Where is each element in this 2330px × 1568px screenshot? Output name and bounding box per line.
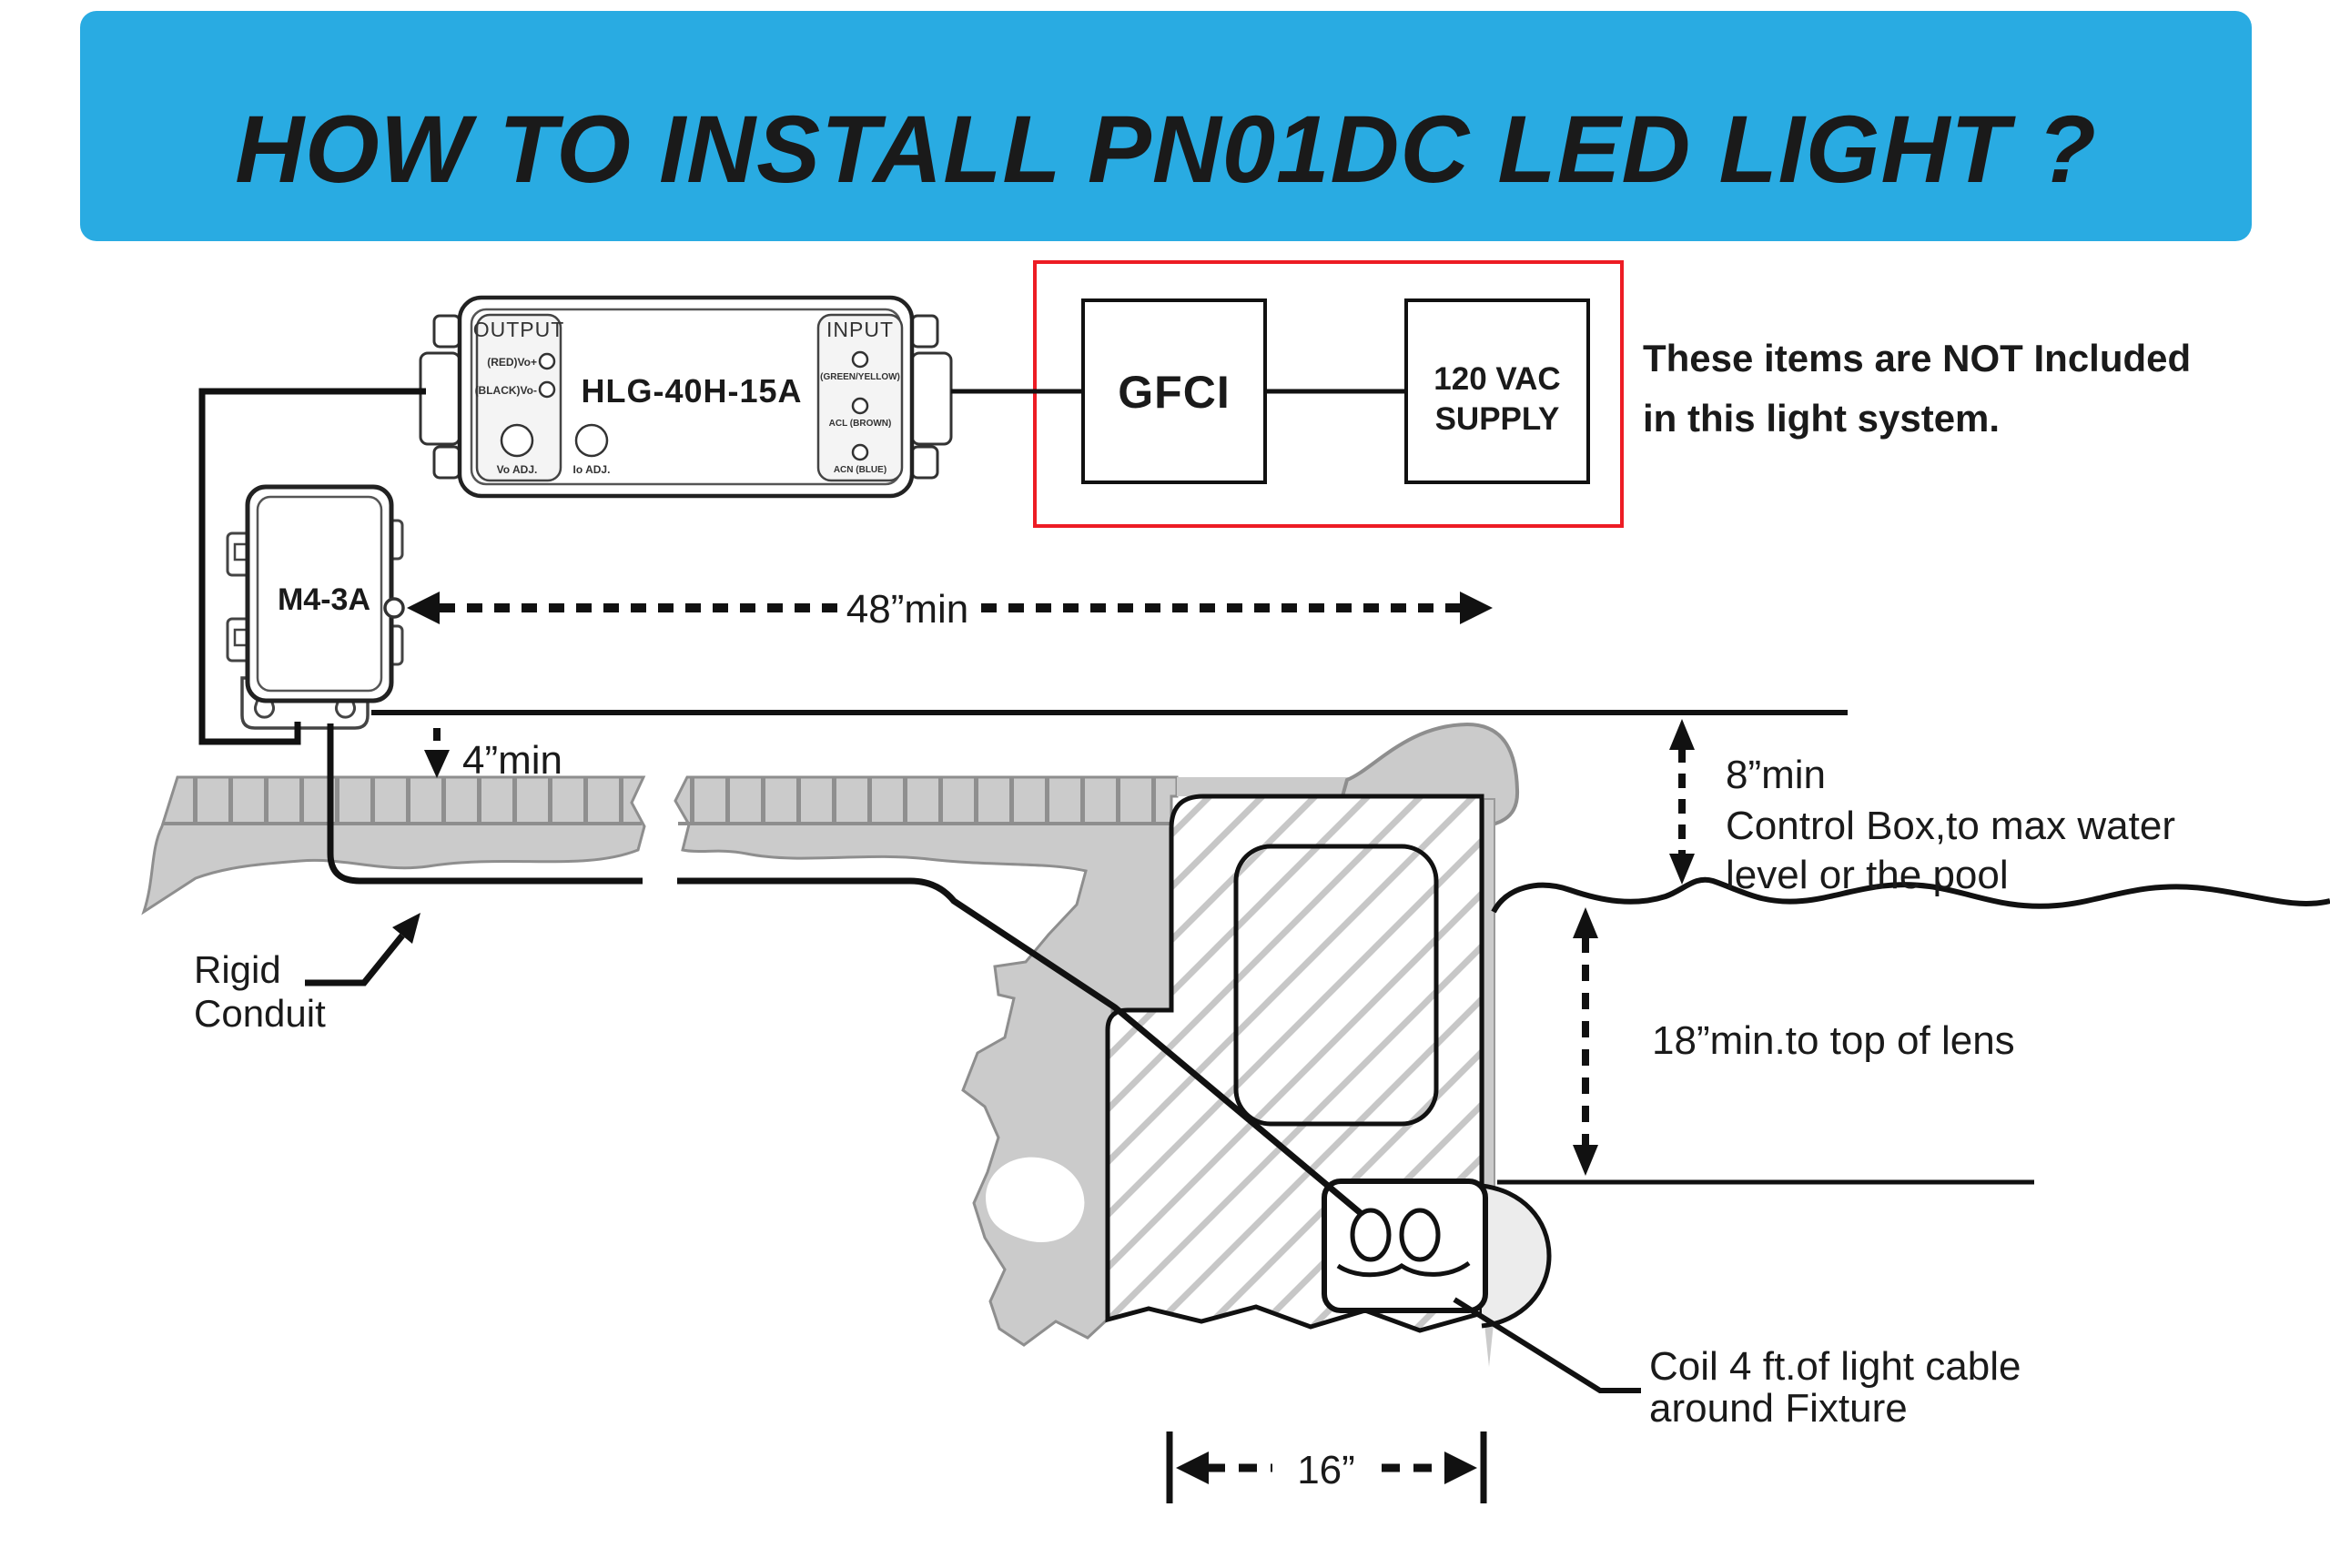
driver-output-panel — [475, 313, 562, 482]
junction-box-knob — [383, 597, 405, 619]
dim-18-arrowhead-top — [1573, 907, 1598, 938]
dim-18-label: 18”min.to top of lens — [1652, 1018, 2015, 1063]
header-banner — [80, 11, 2252, 241]
dim-16-arrowhead-left — [1176, 1452, 1209, 1484]
dim-4-arrowhead — [424, 750, 450, 778]
vo-adj-knob — [500, 423, 534, 458]
input-hole-2 — [851, 397, 869, 415]
dim-4min: 4”min — [424, 728, 562, 783]
junction-box-inner — [256, 495, 383, 693]
coil-loop-1 — [1350, 1208, 1392, 1262]
driver-ear-bottom-right — [910, 445, 939, 480]
coil-label1: Coil 4 ft.of light cable — [1649, 1344, 2021, 1389]
coping-strip — [1177, 777, 1352, 796]
niche-outline — [1233, 844, 1439, 1127]
deck-ground-right — [674, 775, 1179, 1347]
dim-4-label: 4”min — [462, 738, 562, 783]
dim-8-arrowhead-top — [1669, 719, 1695, 750]
water-line — [1491, 876, 2330, 914]
terminal-red-vo-hole — [538, 352, 556, 370]
notice-line1: These items are NOT Included — [1643, 337, 2191, 379]
wall-plaster-tip — [1484, 1315, 1494, 1367]
dim-8-note2: level or the pool — [1726, 853, 2009, 897]
conduit-run-right — [677, 877, 1364, 1217]
driver-right-connector — [910, 351, 953, 446]
rigid-conduit-label2: Conduit — [194, 992, 326, 1035]
terminal-black-vo-hole — [538, 380, 556, 399]
vac-supply-line1: 120 VAC — [1433, 361, 1560, 397]
deck-tiles-right — [675, 777, 1177, 824]
not-included-outline — [1033, 260, 1624, 528]
dim-16: 16” — [1166, 1431, 1487, 1503]
rigid-conduit-label1: Rigid — [194, 948, 281, 991]
dim-48-arrowhead-right — [1460, 592, 1493, 624]
dim-8-label: 8”min — [1726, 753, 1826, 797]
coil-label2: around Fixture — [1649, 1386, 1908, 1431]
coil-loop-2 — [1399, 1208, 1441, 1262]
deck-tiles-left — [177, 777, 643, 824]
led-driver-unit: OUTPUT INPUT HLG-40H-15A (RED)Vo+ (BLACK… — [419, 295, 953, 499]
gfci-box — [1081, 298, 1267, 484]
dim-8-note1: Control Box,to max water — [1726, 804, 2175, 848]
driver-ear-top-right — [910, 314, 939, 349]
latch-top-slot — [233, 542, 248, 561]
notice-line2: in this light system. — [1643, 397, 2000, 440]
gfci-label: GFCI — [1118, 367, 1230, 418]
input-label: INPUT — [826, 318, 894, 341]
output-label: OUTPUT — [473, 318, 565, 341]
rigid-conduit-arrowhead — [392, 913, 420, 944]
driver-model: HLG-40H-15A — [581, 372, 802, 410]
input-label-2: ACL (BROWN) — [829, 419, 892, 429]
input-hole-3 — [851, 443, 869, 461]
rigid-conduit-callout: Rigid Conduit — [194, 913, 420, 1035]
vac-supply-box — [1404, 298, 1590, 484]
dim-48-arrowhead-left — [407, 592, 440, 624]
driver-ear-top-left — [432, 314, 461, 349]
cable-coil — [1336, 1208, 1471, 1278]
junction-box: M4-3A — [226, 484, 405, 730]
backfill-void — [986, 1157, 1085, 1242]
coping-mound — [1340, 722, 1520, 825]
dim-18min: 18”min.to top of lens — [1497, 907, 2034, 1185]
dim-18-arrowhead-bottom — [1573, 1145, 1598, 1176]
latch-bottom-slot — [233, 628, 248, 647]
dim-8min: 8”min Control Box,to max water level or … — [1669, 719, 2175, 897]
driver-left-connector — [419, 351, 461, 446]
coil-callout: Coil 4 ft.of light cable around Fixture — [1453, 1297, 2021, 1431]
light-lens — [1481, 1183, 1552, 1329]
io-adj-label: Io ADJ. — [573, 463, 611, 476]
dim-16-arrowhead-right — [1444, 1452, 1477, 1484]
page-title: HOW TO INSTALL PN01DC LED LIGHT ? — [235, 96, 2097, 203]
wire-driver-to-junction — [198, 388, 426, 745]
vac-supply-line2: SUPPLY — [1435, 401, 1560, 437]
conduit-run-left — [327, 723, 643, 885]
dim-16-label: 16” — [1297, 1448, 1355, 1492]
driver-ear-bottom-left — [432, 445, 461, 480]
terminal-red-vo-label: (RED)Vo+ — [487, 356, 537, 369]
io-adj-knob — [574, 423, 609, 458]
rigid-conduit-leader — [305, 933, 405, 986]
junction-box-label: M4-3A — [278, 582, 370, 617]
dim-8-arrowhead-bottom — [1669, 854, 1695, 885]
terminal-black-vo-label: (BLACK)Vo- — [475, 384, 537, 397]
coil-tail — [1336, 1260, 1471, 1278]
input-label-3: ACN (BLUE) — [834, 465, 886, 475]
input-label-1: (GREEN/YELLOW) — [820, 372, 900, 382]
vo-adj-label: Vo ADJ. — [497, 463, 538, 476]
dim-48-label: 48”min — [846, 587, 969, 632]
input-hole-1 — [851, 350, 869, 369]
dim-48min: 48”min — [407, 587, 1493, 632]
coil-leader — [1453, 1297, 1641, 1393]
